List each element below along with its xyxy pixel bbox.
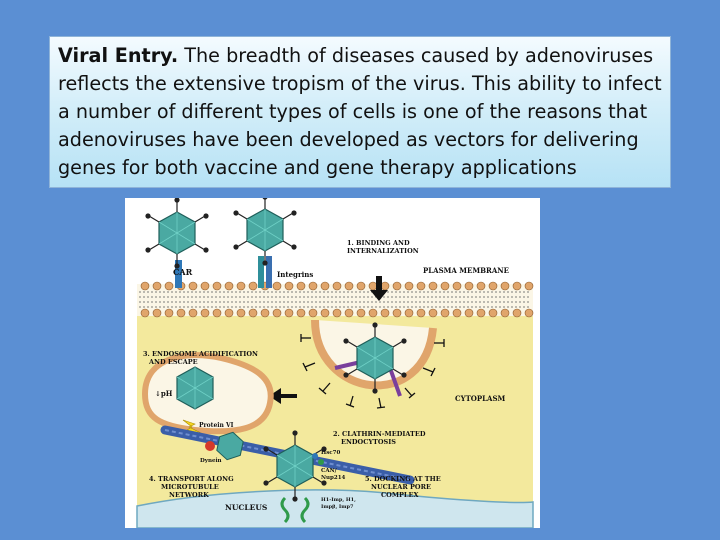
virion-binding-integrin: [232, 198, 298, 267]
label-nup214: Nup214: [321, 475, 346, 481]
label-step4-line3: NETWORK: [169, 491, 209, 499]
label-nucleus: NUCLEUS: [225, 503, 267, 512]
label-step5-line2: NUCLEAR PORE: [371, 483, 431, 491]
left-arrow-icon: [269, 388, 297, 404]
adenovirus-entry-diagram: CAR Integrins 1. BINDING AND INTERNALIZA…: [125, 198, 540, 528]
label-step3-line1: 3. ENDOSOME ACIDIFICATION: [143, 350, 258, 358]
label-can: CAN/: [321, 468, 338, 474]
label-protein-vi: Protein VI: [199, 422, 234, 429]
caption-box: Viral Entry. The breadth of diseases cau…: [49, 36, 671, 188]
nuclear-pore-complex: [280, 496, 310, 524]
label-step4-line2: MICROTUBULE: [161, 483, 219, 491]
label-integrins: Integrins: [277, 270, 313, 279]
diagram-svg: CAR Integrins 1. BINDING AND INTERNALIZA…: [136, 198, 534, 528]
label-ph: ↓pH: [155, 389, 173, 398]
integrin-receptor: [258, 256, 264, 288]
label-hsc70: Hsc70: [321, 450, 340, 456]
dynein-motor: [205, 441, 215, 451]
label-dynein: Dynein: [200, 458, 222, 464]
virion-on-microtubule: [216, 431, 244, 461]
label-step5-line1: 5. DOCKING AT THE: [365, 475, 441, 483]
label-importins-line1: H1-Imp, H1,: [321, 497, 356, 503]
endocytic-pit: [300, 319, 445, 409]
label-step4-line1: 4. TRANSPORT ALONG: [149, 475, 234, 483]
car-receptor: [175, 260, 182, 288]
label-step5-line3: COMPLEX: [381, 491, 419, 499]
caption-title: Viral Entry.: [58, 44, 179, 67]
virion-in-endosome: [176, 366, 214, 410]
label-step1-line2: INTERNALIZATION: [347, 247, 419, 255]
label-cytoplasm: CYTOPLASM: [455, 394, 506, 403]
caption-body: The breadth of diseases caused by adenov…: [58, 44, 662, 179]
label-step3-line2: AND ESCAPE: [148, 358, 198, 366]
down-arrow-icon: [370, 276, 388, 301]
label-plasma-membrane: PLASMA MEMBRANE: [423, 266, 509, 275]
label-step2-line1: 2. CLATHRIN-MEDIATED: [333, 430, 426, 438]
virion-binding-car: [144, 198, 210, 270]
nucleus: [136, 489, 534, 528]
label-importins-line2: Impβ, Imp7: [321, 504, 354, 510]
label-car: CAR: [173, 267, 193, 277]
plasma-membrane: [137, 281, 534, 318]
label-step1-line1: 1. BINDING AND: [347, 239, 410, 247]
label-step2-line2: ENDOCYTOSIS: [341, 438, 396, 446]
